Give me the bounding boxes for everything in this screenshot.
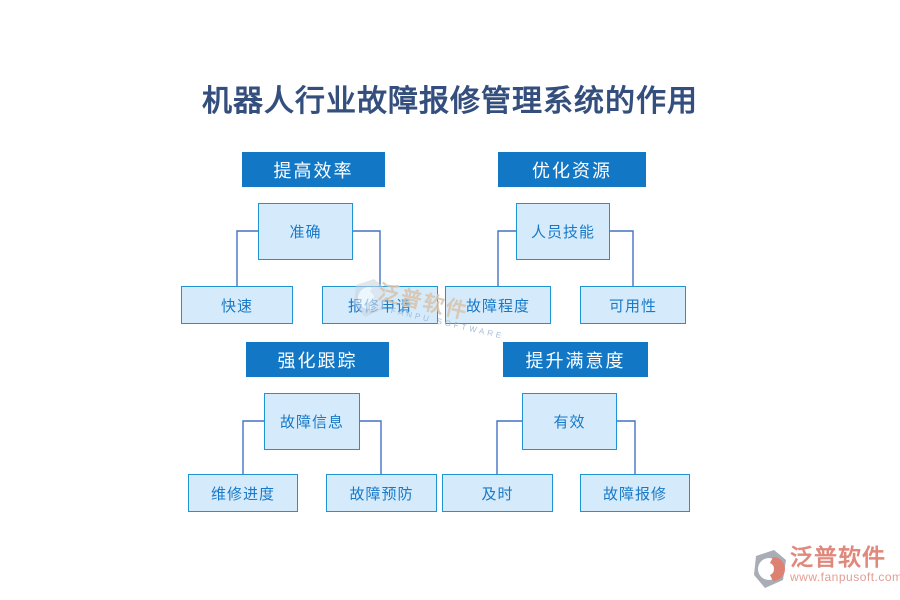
brand-name: 泛普软件 — [790, 545, 886, 570]
group-header-strengthen-tracking: 强化跟踪 — [246, 342, 389, 377]
node-fault-info: 故障信息 — [264, 393, 360, 450]
group-header-improve-efficiency: 提高效率 — [242, 152, 385, 187]
brand-url: www.fanpusoft.com — [790, 570, 900, 584]
group-header-optimize-resources: 优化资源 — [498, 152, 646, 187]
brand-logo: 泛普软件 www.fanpusoft.com — [752, 546, 900, 592]
group-header-improve-satisfaction: 提升满意度 — [503, 342, 648, 377]
node-accurate: 准确 — [258, 203, 353, 260]
node-effective: 有效 — [522, 393, 617, 450]
node-fast: 快速 — [181, 286, 293, 324]
node-availability: 可用性 — [580, 286, 686, 324]
node-personnel-skills: 人员技能 — [516, 203, 610, 260]
node-repair-request: 报修申请 — [322, 286, 438, 324]
node-fault-prevention: 故障预防 — [326, 474, 437, 512]
brand-logo-icon — [754, 550, 786, 588]
node-fault-severity: 故障程度 — [445, 286, 551, 324]
node-repair-progress: 维修进度 — [188, 474, 298, 512]
node-fault-repair: 故障报修 — [580, 474, 690, 512]
node-timely: 及时 — [442, 474, 553, 512]
page-title: 机器人行业故障报修管理系统的作用 — [202, 85, 698, 118]
